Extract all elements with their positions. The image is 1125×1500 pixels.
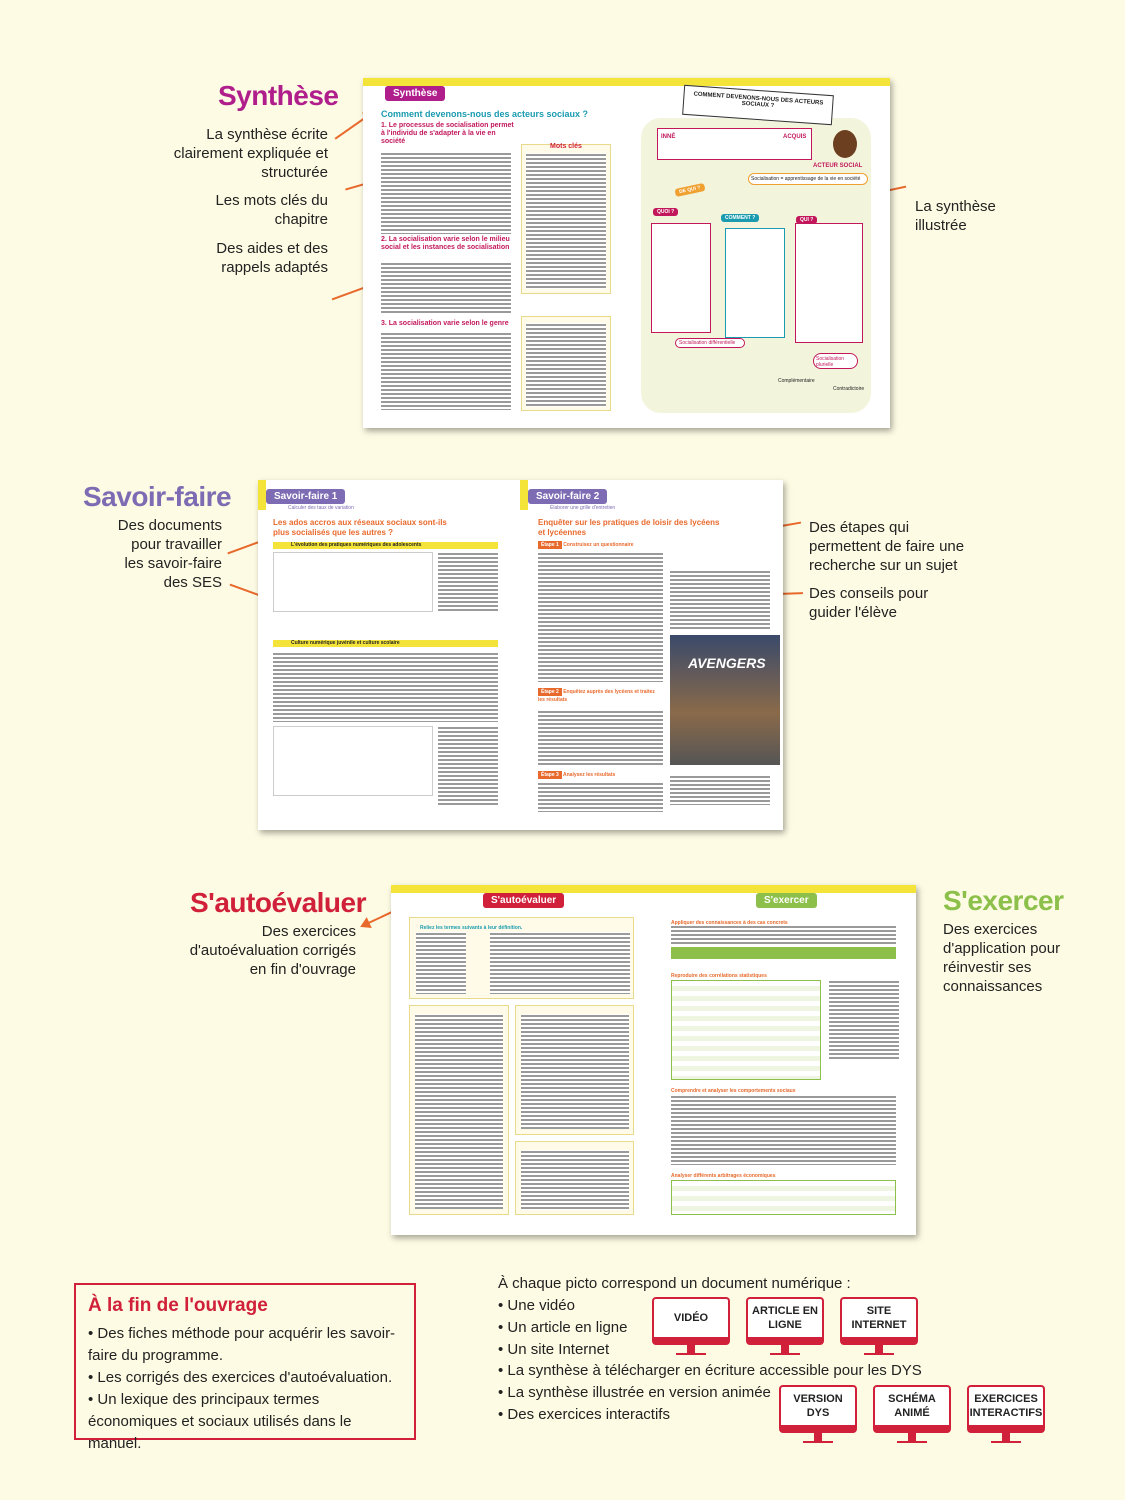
picto-label: VERSION DYS xyxy=(779,1385,857,1433)
sf1-heading: Les ados accros aux réseaux sociaux sont… xyxy=(273,518,447,537)
autoeval-ex1: Reliez les termes suivants à leur défini… xyxy=(420,925,523,931)
picto-label: ARTICLE EN LIGNE xyxy=(746,1297,824,1345)
savoir-faire-title: Savoir-faire xyxy=(83,481,232,512)
sf1-tag: Savoir-faire 1 xyxy=(266,489,346,504)
schema-comment: COMMENT ? xyxy=(721,214,760,222)
synthese-spread: Synthèse Comment devenons-nous des acteu… xyxy=(363,78,890,428)
sf2-tag: Savoir-faire 2 xyxy=(528,489,608,504)
autoevaluer-title: S'autoévaluer xyxy=(190,887,367,918)
label-documents: Des documents pour travailler les savoir… xyxy=(117,517,222,591)
etape-title: Analysez les résultats xyxy=(563,772,616,778)
schema-differentielle: Socialisation différentielle xyxy=(675,338,745,348)
schema-picto-icon: SCHÉMA ANIMÉ xyxy=(873,1385,951,1443)
fin-title: À la fin de l'ouvrage xyxy=(88,1295,268,1316)
photo-sign: AVENGERS xyxy=(688,655,766,671)
synthese-title: Synthèse xyxy=(218,80,339,111)
schema-acquis: ACQUIS xyxy=(783,134,807,140)
numerique-item: • Des exercices interactifs xyxy=(498,1406,670,1423)
avengers-photo: AVENGERS xyxy=(670,635,780,765)
label-application: Des exercices d'application pour réinves… xyxy=(943,921,1061,995)
etape-number: Étape 3 xyxy=(538,771,562,779)
sf1-subtitle: Calculer des taux de variation xyxy=(288,505,354,511)
numerique-item: • Un site Internet xyxy=(498,1341,610,1358)
mots-cles-title: Mots clés xyxy=(550,143,582,150)
label-synthese-illustree: La synthèse illustrée xyxy=(915,198,996,234)
site-picto-icon: SITE INTERNET xyxy=(840,1297,918,1355)
section-heading: 2. La socialisation varie selon le milie… xyxy=(381,236,510,251)
schema-socialisation: Socialisation = apprentissage de la vie … xyxy=(748,173,868,185)
numerique-item: • Un article en ligne xyxy=(498,1319,628,1336)
picto-label: VIDÉO xyxy=(652,1297,730,1345)
article-picto-icon: ARTICLE EN LIGNE xyxy=(746,1297,824,1355)
sf2-subtitle: Élaborer une grille d'entretien xyxy=(550,505,616,511)
exercer-ex2: Reproduire des corrélations statistiques xyxy=(671,973,767,979)
exercer-title: S'exercer xyxy=(943,885,1064,916)
picto-label: SCHÉMA ANIMÉ xyxy=(873,1385,951,1433)
section-heading: 1. Le processus de socialisation permet … xyxy=(381,122,514,145)
label-autoevaluation: Des exercices d'autoévaluation corrigés … xyxy=(189,923,356,978)
etape-number: Étape 1 xyxy=(538,541,562,549)
exercices-spread: S'autoévaluer S'exercer Reliez les terme… xyxy=(391,885,916,1235)
label-conseils: Des conseils pour guider l'élève xyxy=(809,585,929,621)
sf1-doc2: Culture numérique juvénile et culture sc… xyxy=(273,640,498,647)
schema-quoi: QUOI ? xyxy=(653,208,679,216)
sf2-heading: Enquêter sur les pratiques de loisir des… xyxy=(538,518,720,537)
numerique-item: • La synthèse à télécharger en écriture … xyxy=(498,1362,922,1379)
sf1-doc1: L'évolution des pratiques numériques des… xyxy=(273,542,498,549)
exercer-ex4: Analyser différents arbitrages économiqu… xyxy=(671,1173,776,1179)
synthese-heading: Comment devenons-nous des acteurs sociau… xyxy=(381,109,589,119)
fin-ouvrage-box: À la fin de l'ouvrage • Des fiches métho… xyxy=(74,1283,416,1452)
etape-title: Enquêtez auprès des lycéens et traitez l… xyxy=(538,689,655,703)
exercer-ex1: Appliquer des connaissances à des cas co… xyxy=(671,920,788,926)
numerique-item: • La synthèse illustrée en version animé… xyxy=(498,1384,771,1401)
exercices-picto-icon: EXERCICES INTERACTIFS xyxy=(967,1385,1045,1443)
schema-acteur: ACTEUR SOCIAL xyxy=(813,163,863,169)
exercer-tag: S'exercer xyxy=(756,893,817,908)
fin-item: • Des fiches méthode pour acquérir les s… xyxy=(88,1325,396,1364)
exercer-ex3: Comprendre et analyser les comportements… xyxy=(671,1088,796,1094)
fin-item: • Les corrigés des exercices d'autoévalu… xyxy=(88,1369,393,1386)
etape-number: Étape 2 xyxy=(538,688,562,696)
schema-complementaire: Complémentaire xyxy=(778,378,815,384)
savoir-faire-spread: Savoir-faire 1 Calculer des taux de vari… xyxy=(258,480,783,830)
fin-item: • Un lexique des principaux termes écono… xyxy=(88,1391,352,1452)
label-etapes: Des étapes qui permettent de faire une r… xyxy=(809,519,965,574)
numerique-item: • Une vidéo xyxy=(498,1297,575,1314)
video-picto-icon: VIDÉO xyxy=(652,1297,730,1355)
schema-qui: QUI ? xyxy=(796,216,818,224)
schema-plurielle: Socialisation plurielle xyxy=(813,353,858,369)
autoevaluer-tag: S'autoévaluer xyxy=(483,893,565,908)
picto-label: SITE INTERNET xyxy=(840,1297,918,1345)
picto-label: EXERCICES INTERACTIFS xyxy=(967,1385,1045,1433)
label-mots-cles: Les mots clés du chapitre xyxy=(215,192,328,228)
etape-title: Construisez un questionnaire xyxy=(563,542,634,548)
numerique-intro: À chaque picto correspond un document nu… xyxy=(498,1275,851,1292)
synthese-tag: Synthèse xyxy=(385,86,446,101)
label-synthese-ecrite: La synthèse écrite clairement expliquée … xyxy=(173,126,328,181)
schema-contradictoire: Contradictoire xyxy=(833,386,865,392)
dys-picto-icon: VERSION DYS xyxy=(779,1385,857,1443)
schema-inne: INNÉ xyxy=(661,134,676,140)
section-heading: 3. La socialisation varie selon le genre xyxy=(381,320,509,327)
label-aides: Des aides et des rappels adaptés xyxy=(216,240,328,276)
